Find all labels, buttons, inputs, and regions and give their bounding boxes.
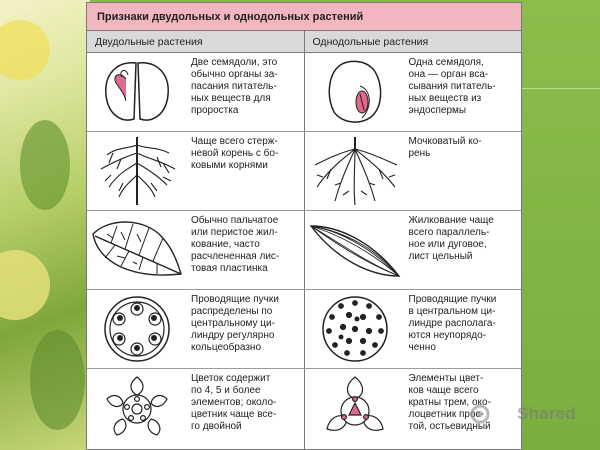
dicot-cell: Чаще всего стерж- невой корень с бо- ков… [87,132,304,210]
monocot-cell: Мочковатый ко- рень [303,132,522,210]
dicot-description: Цветок содержит по 4, 5 и более элементо… [191,373,277,432]
table-title: Признаки двудольных и однодольных растен… [87,3,521,31]
monocot-cell: Проводящие пучки в центральном ци- линдр… [303,290,522,368]
monocot-description: Элементы цвет- ков чаще всего кратны тре… [408,373,491,432]
dicot-seed-icon [87,53,187,131]
background-panel-right [520,0,600,450]
monocot-description: Мочковатый ко- рень [408,136,482,159]
table-row: Цветок содержит по 4, 5 и более элементо… [87,369,521,449]
dicot-cell: Обычно пальчатое или перистое жил- кован… [87,211,304,289]
monocot-cell: Одна семядоля, она — орган вса- сывания … [303,53,522,131]
monocot-stem-section-icon [305,290,405,368]
net-veined-leaf-icon [87,211,187,289]
column-header-monocot: Однодольные растения [303,31,522,52]
watermark-part2: Shared [517,404,576,423]
myshared-logo-icon [470,404,490,424]
dicot-stem-section-icon [87,290,187,368]
monocot-description: Жилкование чаще всего параллель- ное или… [408,215,494,262]
parallel-veined-leaf-icon [305,211,405,289]
table-row: Обычно пальчатое или перистое жил- кован… [87,211,521,290]
background-photo-left [0,0,90,450]
monocot-cell: Жилкование чаще всего параллель- ное или… [303,211,522,289]
three-part-flower-icon [305,369,405,449]
table-row: Чаще всего стерж- невой корень с бо- ков… [87,132,521,211]
column-header-dicot: Двудольные растения [95,36,203,48]
monocot-cell: Элементы цвет- ков чаще всего кратны тре… [303,369,522,449]
monocot-description: Одна семядоля, она — орган вса- сывания … [408,57,496,116]
dicot-cell: Проводящие пучки распределены по централ… [87,290,304,368]
dicot-description: Чаще всего стерж- невой корень с бо- ков… [191,136,279,171]
dicot-description: Проводящие пучки распределены по централ… [191,294,279,353]
dicot-description: Обычно пальчатое или перистое жил- кован… [191,215,280,274]
table-row: Проводящие пучки распределены по централ… [87,290,521,369]
fibrous-root-icon [305,132,405,210]
column-headers: Двудольные растения Однодольные растения [87,31,521,53]
table-row: Две семядоли, это обычно органы за- паса… [87,53,521,132]
dicot-cell: Две семядоли, это обычно органы за- паса… [87,53,304,131]
taproot-icon [87,132,187,210]
myshared-watermark: My Shared [470,404,576,424]
comparison-table: Признаки двудольных и однодольных растен… [86,2,522,450]
dicot-cell: Цветок содержит по 4, 5 и более элементо… [87,369,304,449]
monocot-description: Проводящие пучки в центральном ци- линдр… [408,294,497,353]
watermark-part1: My [493,404,518,423]
monocot-seed-icon [305,53,405,131]
five-part-flower-icon [87,369,187,449]
dicot-description: Две семядоли, это обычно органы за- паса… [191,57,278,116]
